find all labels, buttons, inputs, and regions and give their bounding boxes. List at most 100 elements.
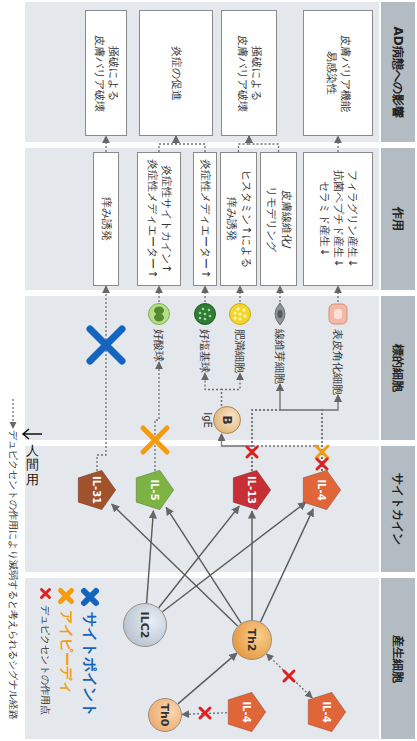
effect-box: フィラグリン産生↓ 抗菌ペプチド産生↓ セラミド産生↓ xyxy=(303,152,373,286)
column-header: 産生細胞 xyxy=(381,578,415,739)
node-text: IL-4 xyxy=(317,479,328,500)
target-cell: 好塩基球 xyxy=(193,302,217,373)
connector xyxy=(204,286,205,302)
effect-box: 皮膚バリア機能 易感染性 xyxy=(303,10,373,136)
connector xyxy=(279,286,280,302)
b-cell-icon: B xyxy=(213,406,241,434)
node-text: 掻破による 皮膚バリア破壊 xyxy=(235,15,264,131)
legend-row: サイトポイント xyxy=(79,586,101,717)
legend-row: アイピーディ xyxy=(56,586,76,717)
node-text: 好酸球 xyxy=(152,329,167,362)
node-text: 掻破による 皮膚バリア破壊 xyxy=(92,15,121,131)
effect-box: ヒスタミン↑による 痒み誘発 xyxy=(220,152,257,286)
connector xyxy=(239,136,250,152)
column-header: AD病態への影響 xyxy=(381,2,415,142)
effect-box: 炎症の促進 xyxy=(139,10,213,136)
connector xyxy=(159,136,176,152)
connector xyxy=(105,136,106,152)
effect-box: 炎症性サイトカイン↑ 炎症性メディエーター↑ xyxy=(137,152,181,286)
legend-x-sample xyxy=(79,586,101,608)
apoquel-mark xyxy=(143,428,167,452)
legend-text: デュピクセントの作用点 xyxy=(39,605,53,715)
dupixent-mark xyxy=(200,708,210,718)
cytokine-pentagon: IL-31 xyxy=(77,469,117,511)
apoquel-mark xyxy=(316,446,328,458)
connector xyxy=(176,136,205,152)
connector xyxy=(266,654,312,698)
column-header: 作用 xyxy=(381,148,415,290)
connector xyxy=(239,286,240,302)
node-text: B xyxy=(220,415,234,424)
cell-icon xyxy=(193,302,217,326)
node-text: ヒスタミン↑による 痒み誘発 xyxy=(224,157,253,281)
node-text: 炎症性サイトカイン↑ 炎症性メディエーター↑ xyxy=(145,157,174,281)
target-cell: 好酸球 xyxy=(147,302,171,362)
legend: サイトポイントアイピーディデュピクセントの作用点 xyxy=(35,586,101,717)
effect-box: 炎症性メディエーター↑ xyxy=(193,152,217,286)
cell-icon xyxy=(268,302,292,326)
legend-row: デュピクセントの作用点 xyxy=(38,586,53,717)
connector xyxy=(163,502,306,611)
node-text: 炎症性メディエーター↑ xyxy=(198,159,212,278)
effect-box: 痒み誘発 xyxy=(93,152,119,286)
node-text: IgE xyxy=(202,412,213,428)
connector xyxy=(159,506,239,608)
legend-x-sample xyxy=(38,586,53,601)
note-text: 人間用 xyxy=(26,443,39,487)
node-text: IL-13 xyxy=(247,476,258,504)
producer-cell: Th0 xyxy=(148,698,182,732)
node-text: 表皮角化細胞 xyxy=(331,329,346,395)
connector xyxy=(252,395,338,471)
producer-cell: ILC2 xyxy=(123,603,167,647)
cell-icon xyxy=(228,302,252,326)
footnote: デュピクセントの作用により減弱すると考えられるシグナル経路 xyxy=(6,398,20,720)
legend-text: アイピーディ xyxy=(57,610,75,694)
b-cell: B IgE xyxy=(202,406,241,434)
connector xyxy=(147,511,154,603)
node-text: 線維芽細胞 xyxy=(273,329,288,384)
effect-box: 掻破による 皮膚バリア破壊 xyxy=(221,10,277,136)
effect-box: 皮膚線維化/ リモデリング xyxy=(260,152,297,286)
cytokine-pentagon: IL-4 xyxy=(302,469,342,511)
connector xyxy=(222,373,241,406)
connector xyxy=(166,507,241,623)
node-text: 痒み誘発 xyxy=(99,197,113,241)
column-header: サイトカイン xyxy=(381,446,415,572)
node-text: IL-4 xyxy=(242,701,253,722)
node-text: サイトカイン xyxy=(390,473,407,545)
dupixent-mark xyxy=(284,671,294,681)
note-arrow xyxy=(20,428,44,440)
target-cell: 線維芽細胞 xyxy=(268,302,292,384)
connector xyxy=(249,136,279,152)
connector xyxy=(178,653,237,704)
dupixent-mark xyxy=(317,459,327,469)
node-text: IL-5 xyxy=(150,479,161,500)
node-text: 産生細胞 xyxy=(390,635,407,683)
connector xyxy=(222,434,323,471)
node-text: Th0 xyxy=(159,704,172,727)
legend-text: デュピクセントの作用により減弱すると考えられるシグナル経路 xyxy=(6,430,20,720)
node-text: フィラグリン産生↓ 抗菌ペプチド産生↓ セラミド産生↓ xyxy=(317,157,360,281)
node-text: 好塩基球 xyxy=(198,329,213,373)
node-text: AD病態への影響 xyxy=(390,26,407,117)
cell-icon xyxy=(147,302,171,326)
cytokine-pentagon: IL-5 xyxy=(135,469,175,511)
node-text: ILC2 xyxy=(139,612,152,639)
target-cell: 表皮角化細胞 xyxy=(326,302,350,395)
column-header: 標的細胞 xyxy=(381,296,415,440)
node-text: 標的細胞 xyxy=(390,344,407,392)
node-text: 皮膚線維化/ リモデリング xyxy=(264,157,293,281)
cytokine-pentagon: IL-4 xyxy=(227,691,267,733)
node-text: IL-4 xyxy=(322,701,333,722)
node-text: 皮膚バリア機能 易感染性 xyxy=(324,15,353,131)
handwritten-note: 人間用 xyxy=(26,444,39,487)
connector xyxy=(337,286,338,302)
node-text: 炎症の促進 xyxy=(169,46,183,101)
connector xyxy=(337,136,338,152)
legend-line-sample xyxy=(8,398,18,430)
connector xyxy=(222,434,253,471)
node-text: Th2 xyxy=(246,629,259,652)
connector xyxy=(261,509,314,622)
node-text: 肥満細胞 xyxy=(233,329,248,373)
